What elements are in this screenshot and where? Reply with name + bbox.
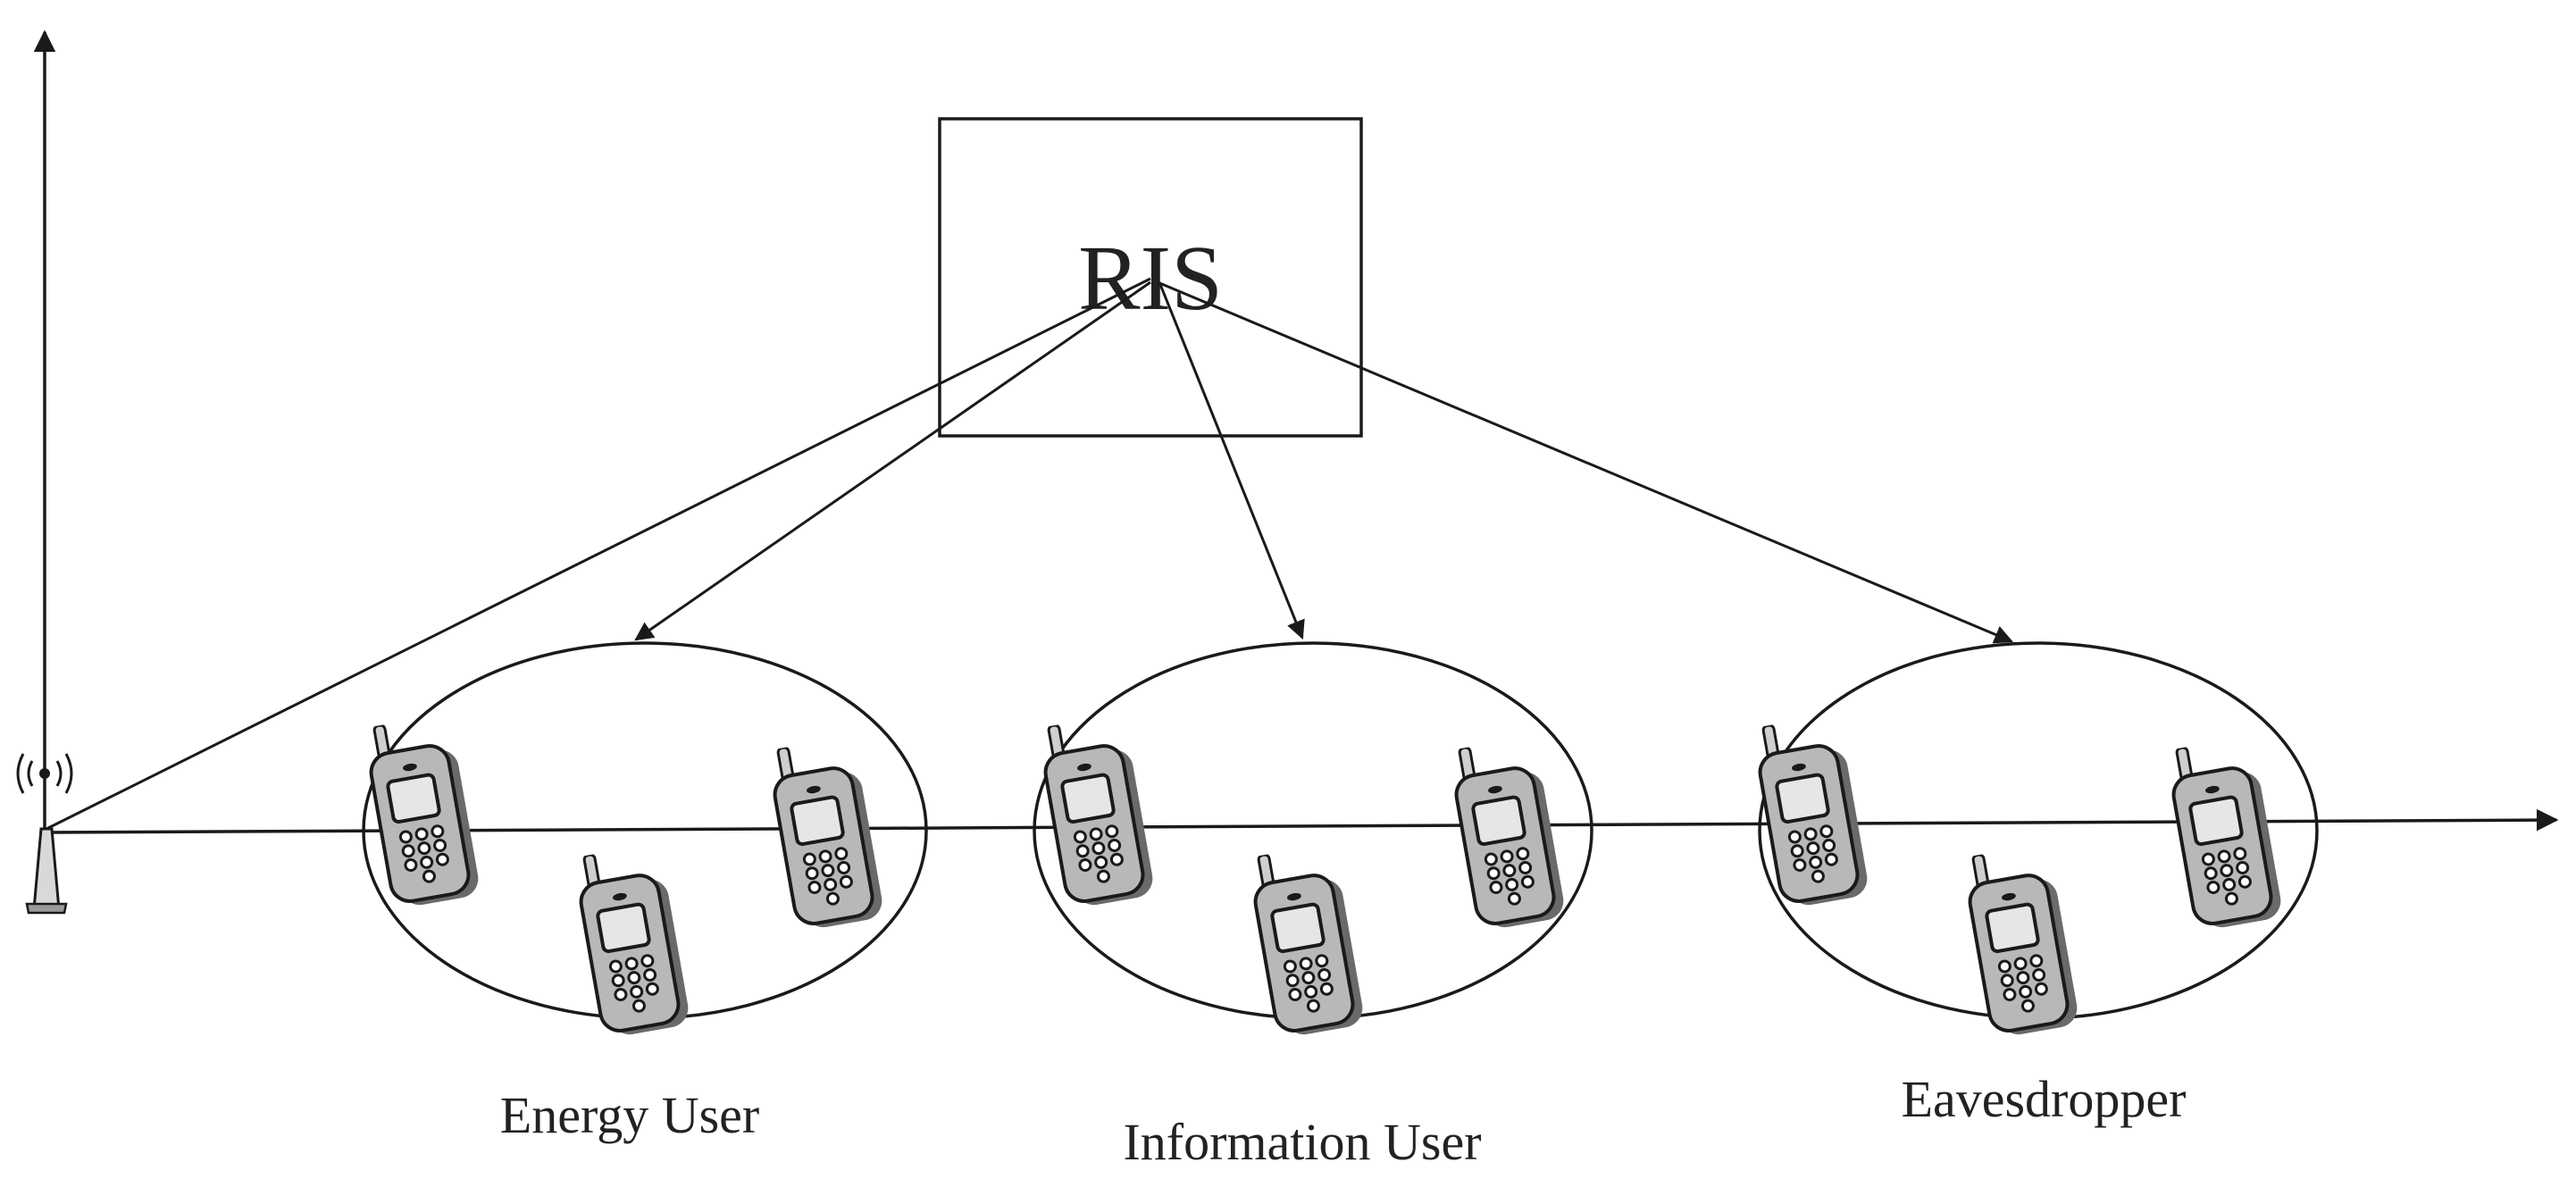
eavesdropper-label: Eavesdropper	[1902, 1070, 2187, 1128]
mobile-phone-icon	[571, 841, 693, 1041]
mobile-phone-icon	[361, 712, 483, 912]
information-user-label: Information User	[1123, 1113, 1481, 1171]
mobile-phone-icon	[2163, 734, 2286, 934]
mobile-phone-icon	[1446, 734, 1568, 934]
mobile-phone-icon	[1245, 841, 1367, 1041]
ris-panel	[938, 117, 1363, 438]
bs-to-ris-link	[46, 277, 1151, 831]
mobile-phone-icon	[765, 734, 887, 934]
ris-to-information-link	[1158, 281, 1305, 640]
ris-to-energy-link	[634, 280, 1151, 641]
energy-user-label: Energy User	[500, 1086, 759, 1144]
antenna-icon	[16, 753, 73, 915]
ris-to-eavesdropper-link	[1157, 280, 2013, 644]
mobile-phone-icon	[1035, 712, 1158, 912]
mobile-phone-icon	[1960, 841, 2082, 1041]
ris-label: RIS	[1078, 227, 1223, 330]
